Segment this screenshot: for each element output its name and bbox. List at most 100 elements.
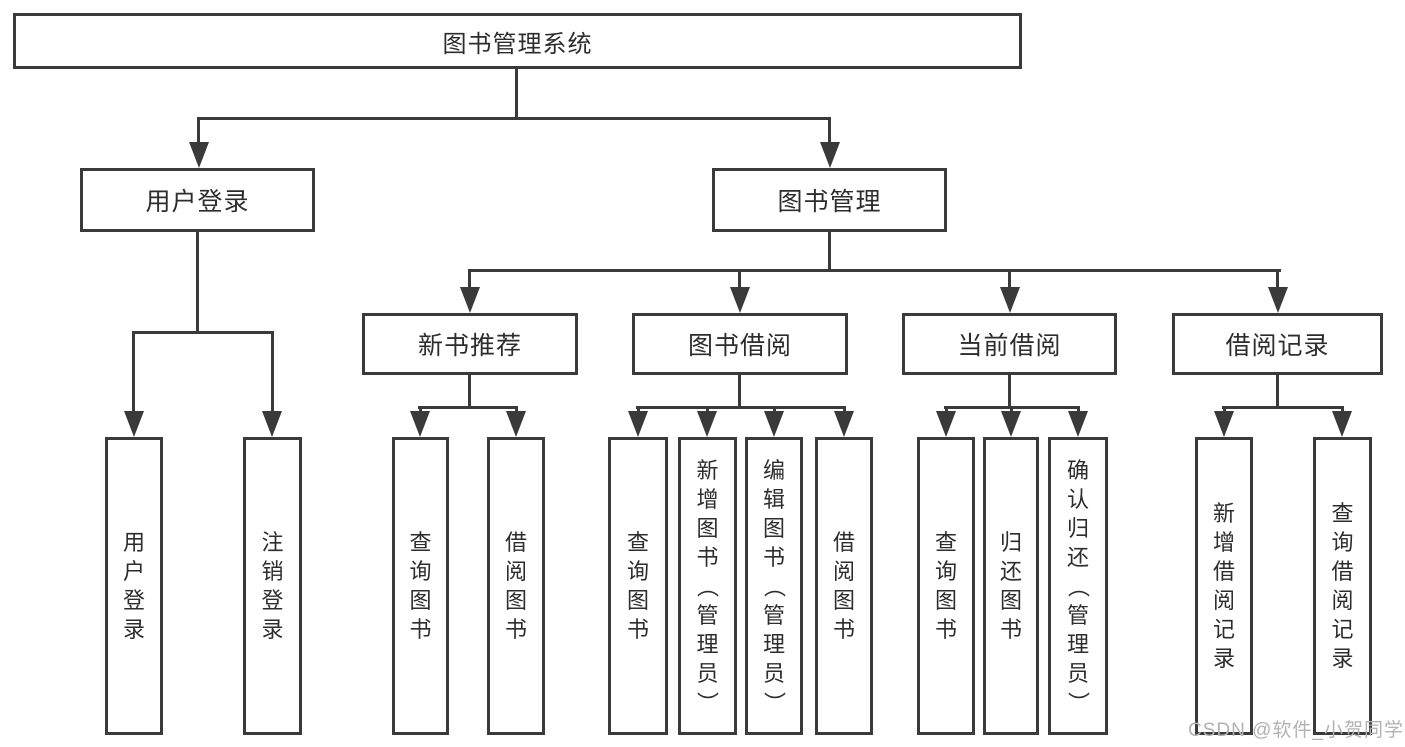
arrow-down-icon <box>764 411 784 437</box>
connector-line <box>828 232 831 272</box>
vertical-char: 员 <box>762 660 785 686</box>
vertical-char: 阅 <box>832 559 855 584</box>
vertical-char: 图 <box>999 588 1022 613</box>
vertical-char: 图 <box>762 515 785 541</box>
connector-line <box>468 375 471 409</box>
leaf-borrow-add-books-admin: 新增图书（管理员） <box>678 437 737 735</box>
vertical-char: 归 <box>1066 515 1089 541</box>
vertical-char: 书 <box>696 544 719 570</box>
vertical-char: 记 <box>1212 617 1235 642</box>
vertical-char: 图 <box>626 588 649 613</box>
arrow-down-icon <box>1268 287 1288 313</box>
csdn-watermark: CSDN @软件_小贺同学 <box>1188 720 1404 741</box>
vertical-char: （ <box>761 574 787 598</box>
vertical-char: 确 <box>1066 457 1089 483</box>
arrow-down-icon <box>697 411 717 437</box>
node-new-book-rec: 新书推荐 <box>362 313 578 375</box>
vertical-char: 录 <box>122 617 145 642</box>
connector-line <box>636 406 846 409</box>
vertical-char: 图 <box>696 515 719 541</box>
arrow-down-icon <box>124 411 144 437</box>
arrow-down-icon <box>1332 411 1352 437</box>
leaf-borrow-borrow-books: 借阅图书 <box>815 437 873 735</box>
connector-line <box>1222 406 1344 409</box>
connector-line <box>197 117 200 145</box>
vertical-char: 阅 <box>1331 588 1354 613</box>
vertical-char: 查 <box>1331 501 1354 526</box>
vertical-char: 登 <box>122 588 145 613</box>
arrow-down-icon <box>628 411 648 437</box>
vertical-char: 辑 <box>762 486 785 512</box>
vertical-char: 录 <box>1212 646 1235 671</box>
leaf-records-query-record: 查询借阅记录 <box>1313 437 1372 735</box>
vertical-char: 图 <box>409 588 432 613</box>
connector-line <box>1008 269 1011 290</box>
connector-line <box>468 269 471 290</box>
vertical-char: 销 <box>261 559 284 584</box>
connector-line <box>1276 375 1279 409</box>
vertical-char: 阅 <box>1212 588 1235 613</box>
vertical-char: 还 <box>1066 544 1089 570</box>
vertical-char: 借 <box>832 530 855 555</box>
vertical-char: 录 <box>1331 646 1354 671</box>
vertical-char: ） <box>694 690 720 714</box>
node-root: 图书管理系统 <box>13 13 1022 69</box>
connector-line <box>271 331 274 415</box>
arrow-down-icon <box>189 142 209 168</box>
connector-line <box>468 269 1281 272</box>
vertical-char: 录 <box>261 617 284 642</box>
vertical-char: 查 <box>626 530 649 555</box>
leaf-newbook-query-books: 查询图书 <box>392 437 449 735</box>
vertical-char: 书 <box>999 617 1022 642</box>
vertical-char: 新 <box>1212 501 1235 526</box>
vertical-char: 图 <box>504 588 527 613</box>
vertical-char: 管 <box>696 602 719 628</box>
vertical-char: 借 <box>1331 559 1354 584</box>
vertical-char: 询 <box>409 559 432 584</box>
leaf-borrow-query-books: 查询图书 <box>608 437 668 735</box>
vertical-char: ） <box>1065 690 1091 714</box>
vertical-char: 书 <box>934 617 957 642</box>
arrow-down-icon <box>730 287 750 313</box>
arrow-down-icon <box>834 411 854 437</box>
node-book-mgmt: 图书管理 <box>712 168 947 232</box>
vertical-char: 理 <box>1066 631 1089 657</box>
arrow-down-icon <box>410 411 430 437</box>
connector-line <box>738 375 741 409</box>
vertical-char: 理 <box>762 631 785 657</box>
vertical-char: 查 <box>409 530 432 555</box>
vertical-char: 管 <box>1066 602 1089 628</box>
arrow-down-icon <box>1068 411 1088 437</box>
node-borrow-records: 借阅记录 <box>1172 313 1383 375</box>
leaf-borrow-edit-books-admin: 编辑图书（管理员） <box>745 437 803 735</box>
vertical-char: 理 <box>696 631 719 657</box>
vertical-char: 新 <box>696 457 719 483</box>
vertical-char: 增 <box>1212 530 1235 555</box>
vertical-char: 书 <box>626 617 649 642</box>
vertical-char: 询 <box>1331 530 1354 555</box>
vertical-char: 借 <box>504 530 527 555</box>
connector-line <box>515 69 518 119</box>
node-book-borrow: 图书借阅 <box>632 313 848 375</box>
leaf-user-login: 用户登录 <box>105 437 163 735</box>
leaf-current-query-books: 查询图书 <box>917 437 975 735</box>
connector-line <box>196 232 199 334</box>
vertical-char: 记 <box>1331 617 1354 642</box>
node-current-borrow: 当前借阅 <box>902 313 1117 375</box>
vertical-char: 图 <box>832 588 855 613</box>
vertical-char: ） <box>761 690 787 714</box>
connector-line <box>828 117 831 145</box>
leaf-logout: 注销登录 <box>243 437 302 735</box>
arrow-down-icon <box>936 411 956 437</box>
connector-line <box>197 117 831 120</box>
vertical-char: 查 <box>934 530 957 555</box>
connector-line <box>132 331 274 334</box>
connector-line <box>418 406 518 409</box>
arrow-down-icon <box>820 142 840 168</box>
vertical-char: 编 <box>762 457 785 483</box>
leaf-records-add-record: 新增借阅记录 <box>1195 437 1253 735</box>
vertical-char: 用 <box>122 530 145 555</box>
vertical-char: 注 <box>261 530 284 555</box>
node-user-login: 用户登录 <box>80 168 315 232</box>
